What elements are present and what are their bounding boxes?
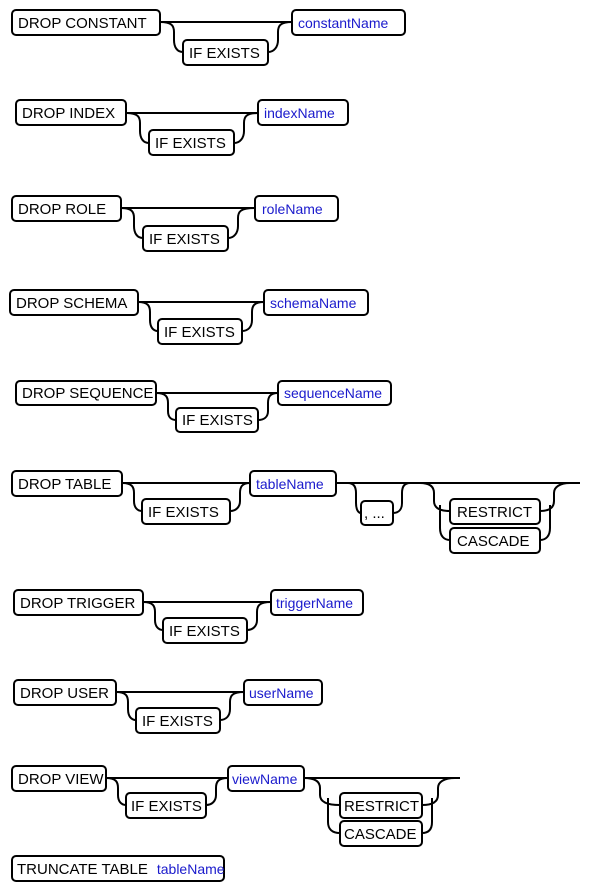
wire <box>120 207 256 239</box>
restrict-box <box>339 792 423 819</box>
name-label: indexName <box>264 105 335 121</box>
if-exists-label: IF EXISTS <box>149 231 220 248</box>
diagram-drop-table: DROP TABLE IF EXISTS tableName , ... RES… <box>11 470 580 554</box>
keyword-label: DROP VIEW <box>18 771 104 788</box>
diagram-drop-schema: DROP SCHEMA IF EXISTS schemaName <box>9 289 369 345</box>
keyword-box <box>11 470 123 497</box>
keyword-box <box>15 99 127 126</box>
if-exists-box <box>175 407 259 433</box>
cascade-box <box>449 527 541 554</box>
name-label: roleName <box>262 201 323 217</box>
keyword-box <box>11 195 122 222</box>
repeat-label: , ... <box>364 505 385 522</box>
if-exists-label: IF EXISTS <box>189 45 260 62</box>
wire <box>142 601 272 631</box>
name-box <box>263 289 369 316</box>
diagram-drop-sequence: DROP SEQUENCE IF EXISTS sequenceName <box>15 380 392 433</box>
if-exists-label: IF EXISTS <box>169 623 240 640</box>
name-box <box>257 99 349 126</box>
keyword-label: DROP USER <box>20 685 109 702</box>
wire <box>105 777 460 834</box>
if-exists-box <box>135 707 221 734</box>
keyword-box <box>13 679 117 706</box>
wire <box>125 112 259 144</box>
diagram-drop-constant: DROP CONSTANT IF EXISTS constantName <box>11 9 406 66</box>
statement-text: TRUNCATE TABLE tableName <box>17 861 225 878</box>
keyword-label: DROP TABLE <box>18 476 111 493</box>
diagram-drop-user: DROP USER IF EXISTS userName <box>13 679 323 734</box>
keyword-label: DROP INDEX <box>22 105 115 122</box>
if-exists-label: IF EXISTS <box>148 504 219 521</box>
keyword-box <box>11 765 107 792</box>
restrict-label: RESTRICT <box>457 504 532 521</box>
diagram-drop-index: DROP INDEX IF EXISTS indexName <box>15 99 349 156</box>
name-box <box>270 589 364 616</box>
name-label: viewName <box>232 771 298 787</box>
if-exists-box <box>142 225 229 252</box>
name-box <box>249 470 337 497</box>
wire <box>137 301 265 332</box>
if-exists-box <box>125 792 207 819</box>
diagram-drop-role: DROP ROLE IF EXISTS roleName <box>11 195 339 252</box>
wire <box>159 21 293 53</box>
restrict-label: RESTRICT <box>344 798 419 815</box>
keyword-box <box>9 289 139 316</box>
repeat-box <box>360 500 394 526</box>
statement-box <box>11 855 225 882</box>
keyword-box <box>15 380 157 406</box>
name-label: sequenceName <box>284 385 382 401</box>
if-exists-box <box>148 129 235 156</box>
if-exists-label: IF EXISTS <box>182 412 253 429</box>
cascade-label: CASCADE <box>344 826 417 843</box>
diagram-truncate-table: TRUNCATE TABLE tableName <box>11 855 225 882</box>
if-exists-box <box>141 498 231 525</box>
restrict-box <box>449 498 541 525</box>
name-box <box>243 679 323 706</box>
cascade-box <box>339 820 423 847</box>
name-box <box>291 9 406 36</box>
name-box <box>277 380 392 406</box>
name-label: userName <box>249 685 314 701</box>
keyword-box <box>11 9 161 36</box>
keyword-box <box>13 589 144 616</box>
name-label: schemaName <box>270 295 357 311</box>
if-exists-box <box>157 318 243 345</box>
name-label: constantName <box>298 15 388 31</box>
if-exists-box <box>162 617 248 644</box>
if-exists-box <box>182 39 269 66</box>
name-label: triggerName <box>276 595 353 611</box>
keyword-label: TRUNCATE TABLE <box>17 861 148 878</box>
if-exists-label: IF EXISTS <box>131 798 202 815</box>
diagram-drop-trigger: DROP TRIGGER IF EXISTS triggerName <box>13 589 364 644</box>
name-label: tableName <box>157 861 225 877</box>
diagram-drop-view: DROP VIEW IF EXISTS viewName RESTRICT CA… <box>11 765 460 847</box>
if-exists-label: IF EXISTS <box>164 324 235 341</box>
if-exists-label: IF EXISTS <box>142 713 213 730</box>
cascade-label: CASCADE <box>457 533 530 550</box>
if-exists-label: IF EXISTS <box>155 135 226 152</box>
name-box <box>227 765 305 792</box>
name-box <box>254 195 339 222</box>
keyword-label: DROP SEQUENCE <box>22 385 153 402</box>
keyword-label: DROP ROLE <box>18 201 106 218</box>
wire <box>115 691 245 721</box>
keyword-label: DROP SCHEMA <box>16 295 127 312</box>
wire <box>121 482 580 541</box>
wire <box>155 392 279 421</box>
name-label: tableName <box>256 476 324 492</box>
keyword-label: DROP CONSTANT <box>18 15 147 32</box>
keyword-label: DROP TRIGGER <box>20 595 135 612</box>
